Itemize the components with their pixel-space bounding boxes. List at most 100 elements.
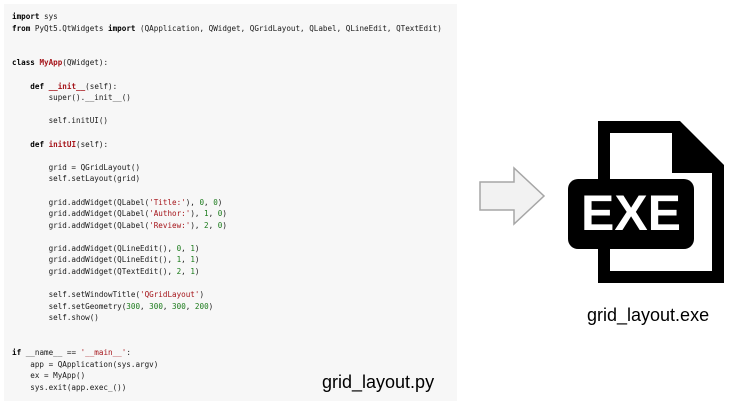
code-token: self.initUI() [12,116,109,126]
code-token: , [181,267,191,277]
code-token: self.setGeometry( [12,301,127,311]
code-line: grid.addWidget(QTextEdit(), 2, 1) [12,266,442,278]
code-token: initUI [48,139,77,149]
code-line [12,69,442,81]
code-line: self.initUI() [12,115,442,127]
code-token: 'QGridLayout' [140,290,200,300]
code-token: grid.addWidget(QLineEdit(), [12,243,177,253]
code-line: def initUI(self): [12,139,442,151]
code-token: 'Review:' [149,220,191,230]
code-token: 'Author:' [149,209,191,219]
code-line [12,104,442,116]
code-token: , [181,243,191,253]
code-line: grid.addWidget(QLineEdit(), 1, 1) [12,254,442,266]
code-token: 0 [199,197,205,207]
code-token: ex = MyApp() [12,371,86,381]
code-line [12,185,442,197]
code-line: grid.addWidget(QLabel('Review:'), 2, 0) [12,220,442,232]
code-line: def __init__(self): [12,81,442,93]
code-token: ) [194,255,200,265]
code-line [12,150,442,162]
code-token: ) [217,197,223,207]
code-token: ) [199,290,205,300]
code-token: ) [208,301,214,311]
code-token: 0 [217,209,223,219]
code-token: self.setWindowTitle( [12,290,141,300]
code-token: 2 [204,220,209,230]
code-line: grid.addWidget(QLabel('Author:'), 1, 0) [12,208,442,220]
code-token: 1 [176,255,182,265]
code-line: app = QApplication(sys.argv) [12,359,442,371]
code-token: 300 [149,301,163,311]
code-token: grid.addWidget(QLineEdit(), [12,255,177,265]
code-token: MyApp [39,58,63,68]
code-token: def [30,139,45,149]
code-token: class [12,58,35,68]
code-token: grid = QGridLayout() [12,162,141,172]
code-line: grid = QGridLayout() [12,162,442,174]
code-token: grid.addWidget(QTextEdit(), [12,267,177,277]
code-token [12,82,30,91]
code-token: (QApplication, QWidget, QGridLayout, QLa… [135,23,442,33]
code-line: grid.addWidget(QLineEdit(), 0, 1) [12,243,442,255]
code-token: self.setLayout(grid) [12,174,141,184]
code-token: PyQt5.QtWidgets [30,23,109,33]
code-line: class MyApp(QWidget): [12,57,442,69]
code-token: app = QApplication(sys.argv) [12,359,159,369]
code-token: 1 [190,243,195,253]
code-token: 1 [190,267,195,277]
code-token: import [108,23,136,33]
code-token: (QWidget): [62,58,109,68]
source-filename: grid_layout.py [322,372,435,392]
code-line [12,127,442,139]
code-line: from PyQt5.QtWidgets import (QApplicatio… [12,23,442,35]
code-token: ), [190,220,205,230]
code-token: , [181,255,191,265]
output-filename: grid_layout.exe [587,305,710,325]
code-token: if [12,348,22,358]
code-line: self.setLayout(grid) [12,173,442,185]
code-token: 300 [172,301,186,311]
code-token: super().__init__() [12,93,131,103]
code-token: 'Title:' [149,197,186,207]
right-arrow-icon [479,166,546,226]
code-line: self.show() [12,312,442,324]
code-line: self.setWindowTitle('QGridLayout') [12,289,442,301]
code-token: (self): [85,81,118,91]
code-token: , [140,301,150,311]
code-line [12,231,442,243]
code-line [12,324,442,336]
code-token: ), [190,209,205,219]
code-token: 2 [176,267,182,277]
code-token: ) [194,243,200,253]
code-token: , [208,209,218,219]
code-token: 1 [204,209,209,219]
code-token: def [30,81,45,91]
code-line [12,278,442,290]
code-line: super().__init__() [12,92,442,104]
code-line: if __name__ == '__main__': [12,347,442,359]
code-token: ) [194,267,200,277]
code-token: 0 [217,220,223,230]
code-token: (self): [76,139,109,149]
code-token: '__main__' [80,348,127,358]
code-line: self.setGeometry(300, 300, 300, 200) [12,301,442,313]
exe-file-icon: EXE [568,121,724,283]
code-line: import sys [12,11,442,23]
code-token: __name__ == [21,348,81,358]
code-token: , [185,301,195,311]
code-line [12,34,442,46]
code-token: grid.addWidget(QLabel( [12,220,150,230]
code-line: sys.exit(app.exec_()) [12,382,442,394]
code-line [12,46,442,58]
code-token: import [12,12,40,21]
code-token: ) [222,209,227,219]
code-token: ), [185,197,200,207]
code-token: __init__ [48,81,86,91]
code-token: 200 [194,301,209,311]
code-token: : [126,348,131,358]
code-token: from [12,23,31,33]
code-line [12,336,442,348]
